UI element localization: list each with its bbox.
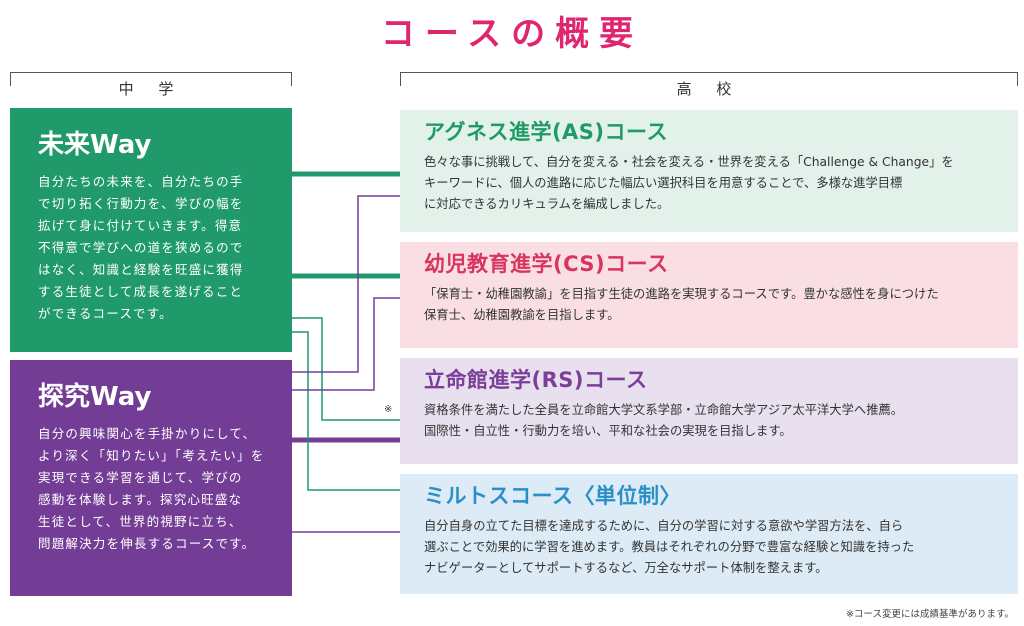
junior-course-tankyu-way: 探究Way 自分の興味関心を手掛かりにして、 より深く「知りたい」「考えたい」を…: [10, 360, 292, 596]
course-description: 「保育士・幼稚園教諭」を目指す生徒の進路を実現するコースです。豊かな感性を身につ…: [424, 287, 939, 322]
mirai-to-rs-line: [292, 317, 400, 421]
mirai-to-mt-line: [292, 331, 400, 491]
page-title: コースの概要: [380, 14, 644, 54]
course-description: 自分たちの未来を、自分たちの手 で切り拓く行動力を、学びの幅を 拡げて身に付けて…: [38, 174, 244, 321]
senior-course-rs: 立命館進学(RS)コース 資格条件を満たした全員を立命館大学文系学部・立命館大学…: [400, 358, 1018, 464]
course-title: 幼児教育進学(CS)コース: [424, 252, 669, 276]
rs-note-mark: ※: [384, 404, 393, 415]
course-description: 自分自身の立てた目標を達成するために、自分の学習に対する意欲や学習方法を、自ら …: [424, 519, 915, 575]
tankyu-to-cs-line: [292, 297, 400, 391]
course-title: ミルトスコース〈単位制〉: [424, 484, 681, 508]
course-description: 資格条件を満たした全員を立命館大学文系学部・立命館大学アジア太平洋大学へ推薦。 …: [424, 403, 904, 438]
footnote: ※コース変更には成績基準があります。: [845, 609, 1014, 620]
course-description: 色々な事に挑戦して、自分を変える・社会を変える・世界を変える「Challenge…: [424, 155, 954, 211]
senior-label: 高 校: [676, 80, 742, 98]
senior-header: 高 校: [400, 72, 1018, 98]
course-title: 立命館進学(RS)コース: [424, 368, 648, 392]
junior-header: 中 学: [10, 72, 292, 98]
course-description: 自分の興味関心を手掛かりにして、 より深く「知りたい」「考えたい」を 実現できる…: [38, 426, 265, 551]
senior-course-miltos: ミルトスコース〈単位制〉 自分自身の立てた目標を達成するために、自分の学習に対す…: [400, 474, 1018, 594]
senior-course-as: アグネス進学(AS)コース 色々な事に挑戦して、自分を変える・社会を変える・世界…: [400, 110, 1018, 232]
course-title: 未来Way: [38, 130, 152, 160]
junior-label: 中 学: [118, 80, 184, 98]
tankyu-to-as-line: [292, 195, 400, 373]
course-title: アグネス進学(AS)コース: [424, 120, 668, 144]
course-title: 探究Way: [38, 382, 152, 412]
senior-course-cs: 幼児教育進学(CS)コース 「保育士・幼稚園教諭」を目指す生徒の進路を実現するコ…: [400, 242, 1018, 348]
junior-course-mirai-way: 未来Way 自分たちの未来を、自分たちの手 で切り拓く行動力を、学びの幅を 拡げ…: [10, 108, 292, 352]
